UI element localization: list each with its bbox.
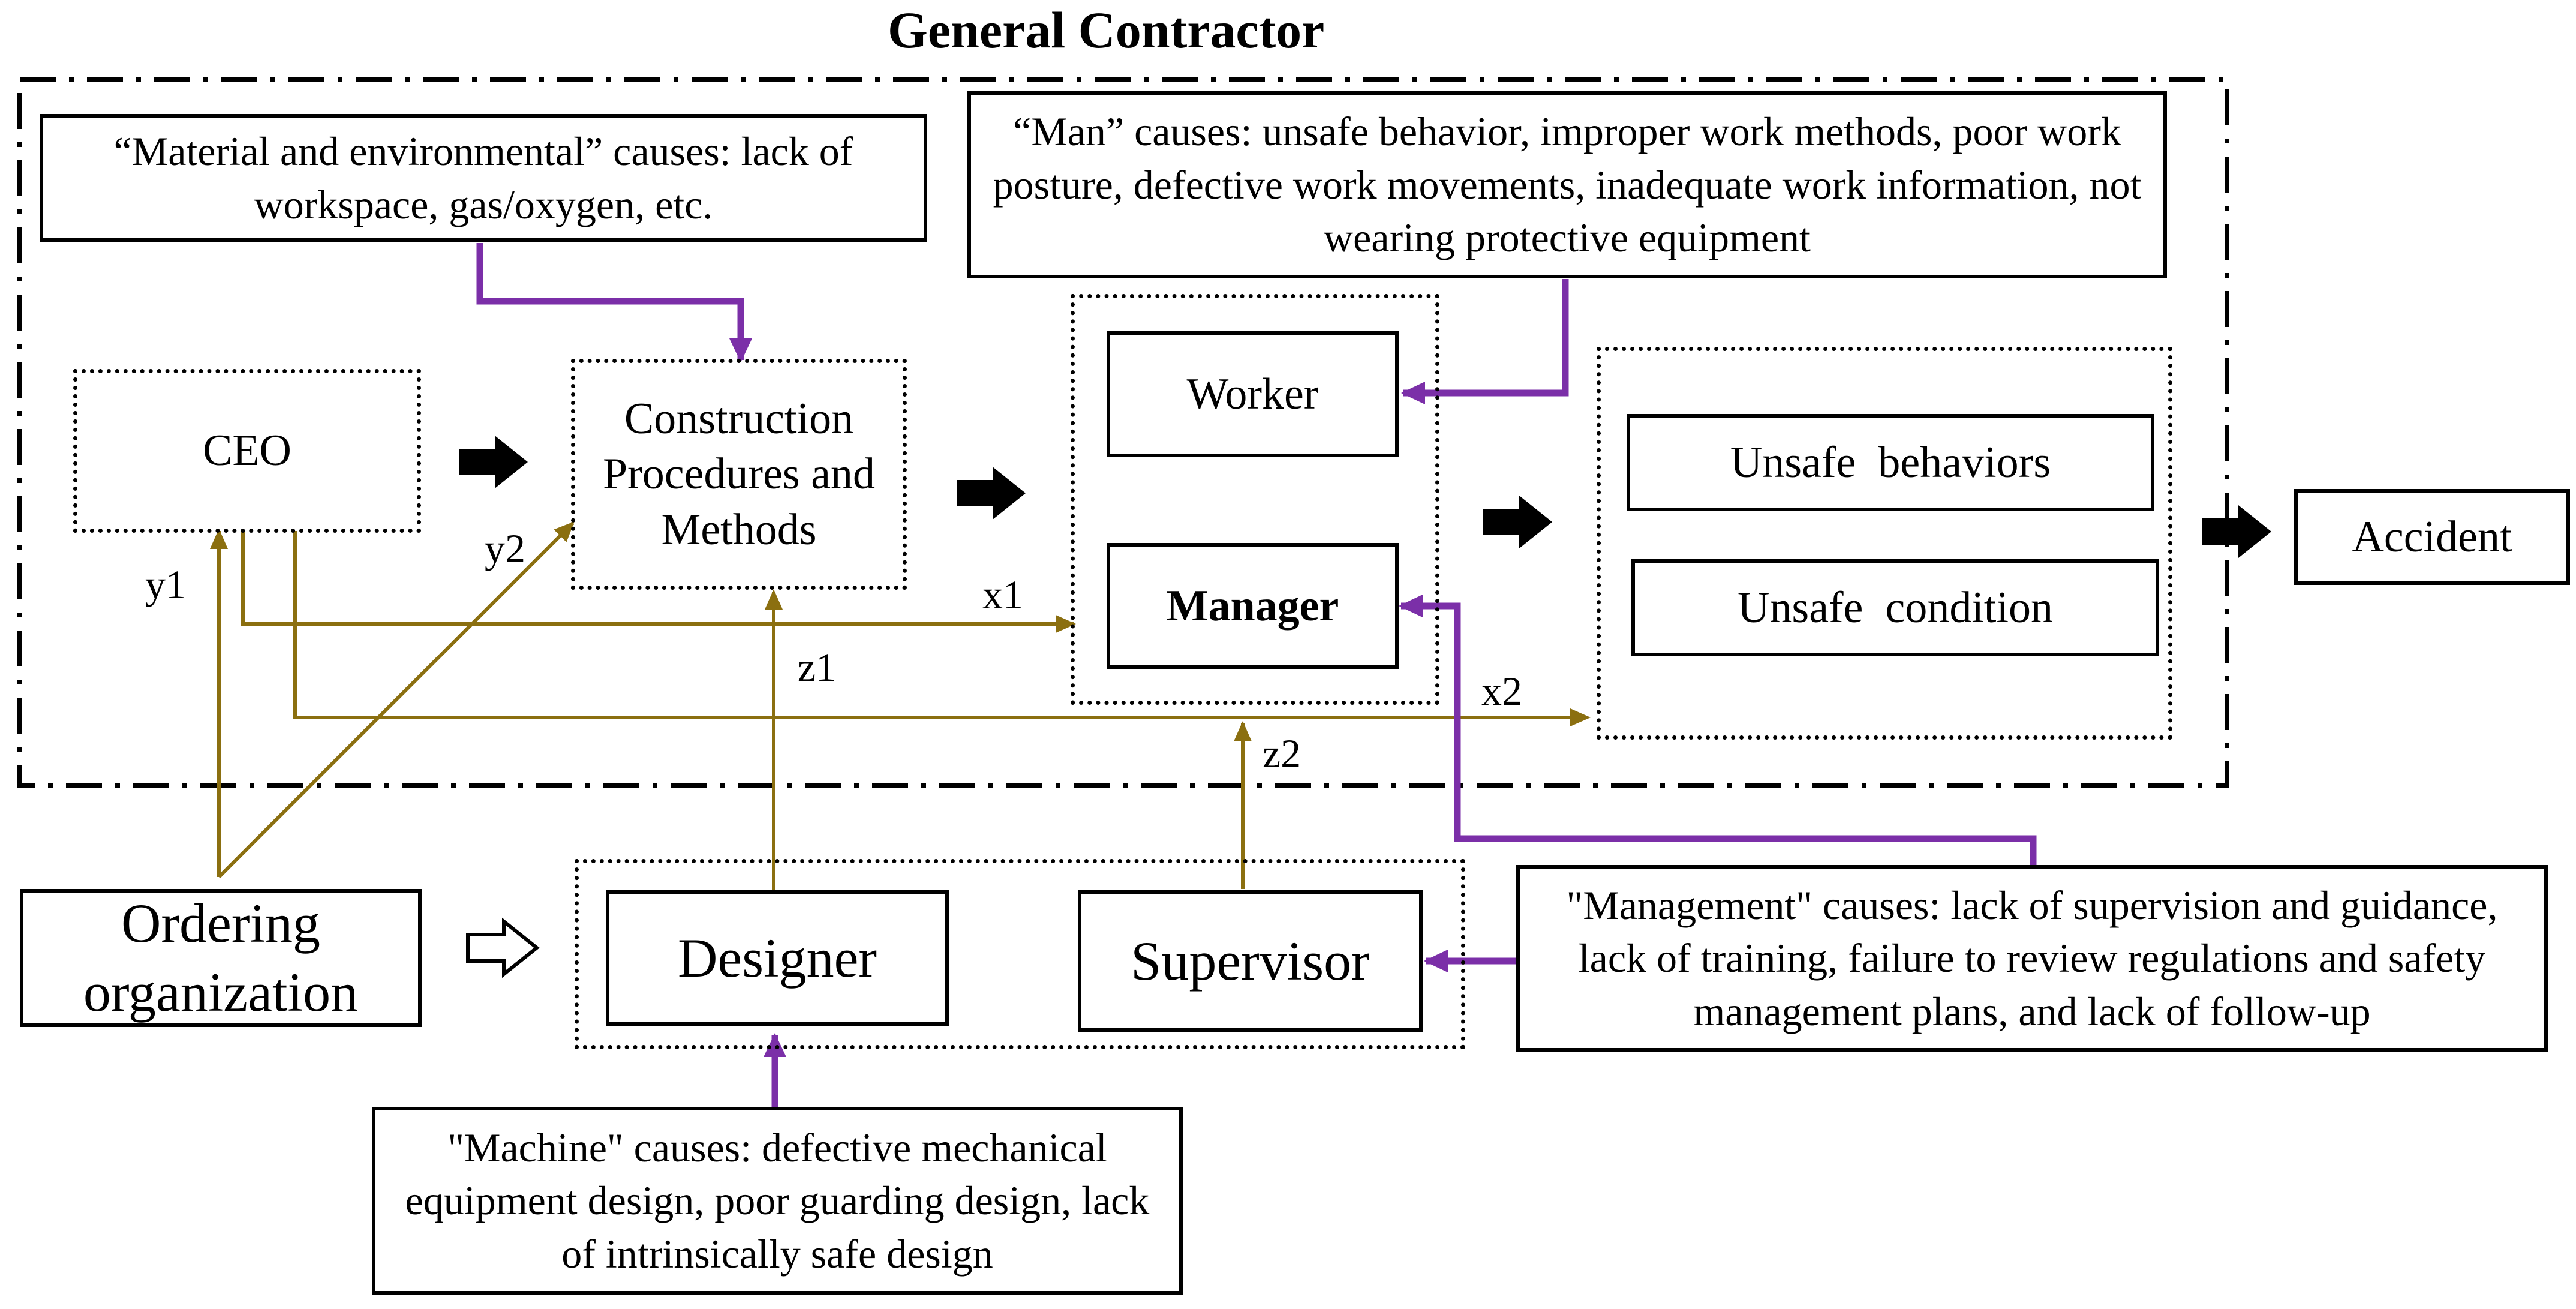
unsafe-condition-label: Unsafe condition — [1737, 583, 2054, 632]
unsafe-condition-node: Unsafe condition — [1631, 559, 2159, 656]
man-causes-text: “Man” causes: unsafe behavior, improper … — [993, 109, 2142, 261]
flow-arrow-unsafe-to-accident — [2202, 505, 2271, 558]
man-cause-line — [1401, 279, 1569, 404]
ceo-label: CEO — [203, 426, 291, 476]
hollow-arrow-ordering-to-design — [466, 917, 540, 978]
ordering-organization-node: Ordering organization — [20, 889, 422, 1027]
x2-label: x2 — [1481, 668, 1522, 714]
general-contractor-boundary — [17, 77, 2229, 788]
personnel-group — [1071, 294, 1439, 705]
y2-influence-line — [217, 521, 575, 879]
ceo-node: CEO — [73, 369, 421, 533]
x1-label: x1 — [982, 572, 1023, 617]
machine-causes-box: "Machine" causes: defective mechanical e… — [372, 1107, 1183, 1295]
material-causes-box: “Material and environmental” causes: lac… — [40, 114, 927, 242]
construction-procedures-node: Construction Procedures and Methods — [571, 359, 907, 590]
manager-node: Manager — [1107, 543, 1399, 669]
x2-influence-line — [293, 531, 1591, 726]
y2-label: y2 — [485, 526, 525, 571]
z1-label: z1 — [798, 644, 837, 690]
x1-influence-line — [241, 531, 1076, 633]
flow-arrow-procedures-to-personnel — [957, 467, 1026, 520]
unsafe-behaviors-node: Unsafe behaviors — [1627, 414, 2154, 511]
y1-label: y1 — [145, 562, 186, 607]
ordering-organization-label: Ordering organization — [83, 893, 359, 1023]
diagram-title: General Contractor — [888, 1, 1325, 59]
man-causes-box: “Man” causes: unsafe behavior, improper … — [967, 91, 2167, 278]
material-cause-line — [476, 243, 752, 362]
worker-node: Worker — [1107, 331, 1399, 457]
accident-label: Accident — [2352, 512, 2512, 562]
flow-arrow-ceo-to-procedures — [459, 436, 528, 488]
construction-procedures-label: Construction Procedures and Methods — [602, 394, 876, 554]
worker-label: Worker — [1186, 369, 1319, 419]
z2-label: z2 — [1263, 731, 1301, 776]
material-causes-text: “Material and environmental” causes: lac… — [113, 128, 853, 227]
management-causes-box: "Management" causes: lack of supervision… — [1516, 865, 2548, 1052]
designer-node: Designer — [606, 890, 949, 1026]
unsafe-behaviors-label: Unsafe behaviors — [1730, 437, 2051, 487]
supervisor-node: Supervisor — [1078, 890, 1423, 1032]
flow-arrow-personnel-to-unsafe — [1483, 496, 1552, 548]
designer-label: Designer — [677, 927, 877, 989]
management-causes-text: "Management" causes: lack of supervision… — [1566, 882, 2498, 1034]
unsafe-acts-group — [1597, 347, 2172, 740]
design-supervision-group — [575, 859, 1465, 1049]
supervisor-label: Supervisor — [1131, 930, 1370, 992]
machine-causes-text: "Machine" causes: defective mechanical e… — [405, 1124, 1150, 1277]
accident-node: Accident — [2294, 489, 2570, 585]
manager-label: Manager — [1166, 581, 1339, 631]
